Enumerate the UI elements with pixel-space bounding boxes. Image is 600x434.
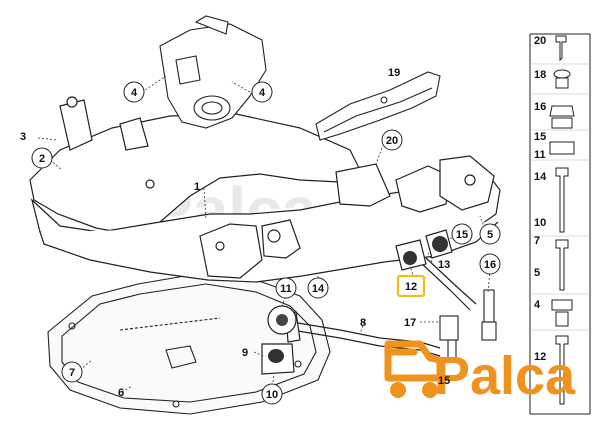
- fastener-label-12: 12: [534, 351, 546, 363]
- callout-label-15: 15: [456, 229, 468, 241]
- highlighted-callout-label: 12: [405, 281, 417, 293]
- fastener-label-20: 20: [534, 35, 546, 47]
- callout-label-10: 10: [266, 389, 278, 401]
- callout-circle-5: [479, 223, 501, 245]
- bolt-12-icon: [555, 335, 569, 405]
- part-label-1: 1: [194, 181, 200, 193]
- fastener-label-15: 15: [534, 131, 546, 143]
- logo-text: Palca: [434, 346, 576, 406]
- nut-11-icon: [549, 141, 575, 155]
- callout-label-11: 11: [280, 283, 292, 295]
- callout-circle-20: [381, 129, 403, 151]
- fastener-label-4: 4: [534, 299, 541, 311]
- bushing-11: [267, 305, 297, 335]
- fastener-label-14: 14: [534, 171, 547, 183]
- bolt-7-icon: [555, 239, 569, 291]
- fastener-label-18: 18: [534, 69, 546, 81]
- washer-18-icon: [553, 69, 571, 79]
- part-label-9: 9: [242, 347, 248, 359]
- callout-circle-11: [275, 277, 297, 299]
- callout-circle-4: [123, 81, 145, 103]
- part-label-6: 6: [118, 387, 124, 399]
- callout-label-14: 14: [312, 283, 325, 295]
- nut-4-icon: [551, 299, 573, 311]
- fastener-label-10: 10: [534, 217, 546, 229]
- part-label-17: 17: [404, 317, 416, 329]
- callout-circle-2: [31, 147, 53, 169]
- part-label-3: 3: [20, 131, 26, 143]
- trim-panel: [315, 71, 441, 141]
- palca-logo: Palca: [384, 340, 576, 406]
- bolt-16-assembly: [439, 289, 497, 363]
- bolt-14-icon: [555, 167, 569, 233]
- callout-circle-4: [251, 81, 273, 103]
- fastener-label-5: 5: [534, 267, 540, 279]
- front-subframe: [29, 96, 501, 283]
- part-label-8: 8: [360, 317, 366, 329]
- strut-tower-brackets: [159, 15, 267, 129]
- bushing-9-10: [261, 343, 295, 375]
- fastener-label-16: 16: [534, 101, 546, 113]
- bushing-15: [425, 229, 453, 259]
- callout-label-5: 5: [487, 229, 493, 241]
- fastener-label-11: 11: [534, 149, 546, 161]
- plain-label-layer: 3 19 1 13 8 17 9 6 15: [20, 67, 450, 399]
- highlighted-callout-box: [396, 274, 426, 298]
- callout-label-20: 20: [386, 135, 398, 147]
- callout-label-7: 7: [69, 367, 75, 379]
- fastener-column: [529, 33, 591, 415]
- truck-icon: [384, 340, 444, 382]
- underbody-shield: [47, 271, 331, 415]
- part-label-19: 19: [388, 67, 400, 79]
- bushing-12: [395, 239, 427, 271]
- nut-18-icon: [555, 77, 569, 89]
- part-label-15: 15: [438, 375, 450, 387]
- wishbone-arm: [419, 257, 477, 311]
- callout-label-4: 4: [259, 87, 266, 99]
- truck-wheels-icon: [390, 382, 438, 398]
- part-label-13: 13: [438, 259, 450, 271]
- callout-circle-14: [307, 277, 329, 299]
- callout-circle-15: [451, 223, 473, 245]
- spacer-4-icon: [555, 311, 569, 327]
- callout-label-2: 2: [39, 153, 45, 165]
- fastener-label-7: 7: [534, 235, 540, 247]
- screw-20-icon: [555, 35, 567, 62]
- callout-circle-10: [261, 383, 283, 405]
- fastener-column-labels: 20 18 16 15 11 14 10 7 5 4 12: [534, 35, 547, 363]
- callout-label-16: 16: [484, 259, 496, 271]
- callout-circle-16: [479, 253, 501, 275]
- callout-label-4: 4: [131, 87, 138, 99]
- nut-15-icon: [551, 117, 573, 129]
- callout-circle-7: [61, 361, 83, 383]
- nut-16-icon: [549, 105, 575, 117]
